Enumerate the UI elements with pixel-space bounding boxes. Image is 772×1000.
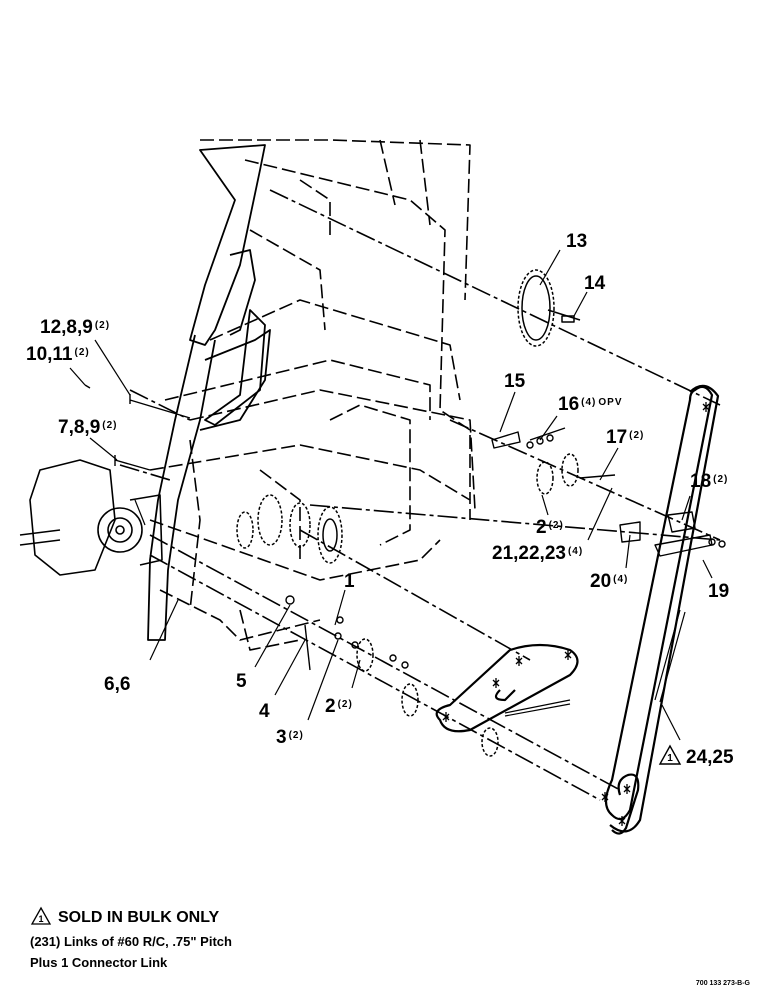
callout-qty: (2)	[74, 347, 90, 358]
note-title: 1 SOLD IN BULK ONLY	[30, 906, 219, 927]
note-line-2: Plus 1 Connector Link	[30, 955, 168, 970]
note-flag: 1	[38, 914, 43, 924]
leader-lines	[69, 249, 713, 741]
callout-text: 3	[276, 727, 287, 748]
note-line-1: (231) Links of #60 R/C, .75" Pitch	[30, 934, 232, 949]
callout-14: 14	[584, 273, 606, 294]
callout-text: 16	[558, 394, 580, 415]
callout-qty: (2)	[102, 420, 118, 431]
drive-chain-right	[604, 384, 720, 835]
callout-text: 10,11	[26, 344, 73, 365]
drive-chain-center	[435, 643, 579, 733]
callout-text: 17	[606, 427, 628, 448]
callout-text: 2	[325, 696, 336, 717]
gearbox	[19, 459, 163, 576]
callout-qty: (2)	[713, 474, 729, 485]
chain-links	[504, 609, 686, 717]
sprockets-center	[236, 453, 579, 757]
callout-qty: (2)	[337, 699, 353, 710]
callout-13: 13	[566, 231, 588, 252]
callout-text: 2	[536, 517, 547, 538]
callout-2-lower: 2(2)	[325, 697, 353, 716]
callout-19: 19	[708, 581, 730, 602]
callout-5: 5	[236, 671, 247, 692]
drawing-number: 700 133 273-B-G	[695, 980, 750, 987]
callout-6-6: 6,6	[104, 674, 131, 695]
frame-structure	[149, 139, 476, 651]
sprocket-markers	[442, 402, 710, 826]
callout-text: 7,8,9	[58, 417, 101, 438]
callout-text: 20	[590, 571, 612, 592]
callout-3: 3(2)	[276, 728, 304, 747]
callout-note: OPV	[598, 397, 623, 408]
left-frame-members	[147, 144, 271, 641]
callout-qty: (4)	[581, 397, 597, 408]
callout-15: 15	[504, 371, 526, 392]
callout-qty: (2)	[548, 520, 564, 531]
callout-text: 12,8,9	[40, 317, 93, 338]
callout-qty: (4)	[613, 574, 629, 585]
drive-shafts	[119, 189, 721, 801]
callout-10-11: 10,11(2)	[26, 345, 90, 364]
callout-18: 18(2)	[690, 472, 728, 491]
triangle-flag: 1	[667, 753, 673, 764]
callout-2-upper: 2(2)	[536, 518, 564, 537]
callout-qty: (2)	[629, 430, 645, 441]
callout-20: 20(4)	[590, 572, 628, 591]
warning-triangle-icon: 1	[30, 906, 52, 925]
callout-17: 17(2)	[606, 428, 644, 447]
note-title-text: SOLD IN BULK ONLY	[58, 909, 220, 926]
callout-12-8-9: 12,8,9(2)	[40, 318, 110, 337]
callout-24-25: 1 24,25	[658, 744, 734, 767]
warning-triangle-icon: 1	[658, 744, 682, 765]
callout-qty: (2)	[288, 730, 304, 741]
sprocket-large	[517, 269, 581, 347]
callout-16: 16(4)OPV	[558, 395, 623, 414]
callout-qty: (4)	[567, 546, 584, 557]
callout-text: 24,25	[686, 747, 734, 768]
callout-21-22-23: 21,22,23(4)	[492, 544, 583, 563]
callout-1: 1	[344, 571, 355, 592]
callout-7-8-9: 7,8,9(2)	[58, 418, 118, 437]
callout-4: 4	[259, 701, 270, 722]
callout-qty: (2)	[94, 320, 111, 331]
callout-text: 21,22,23	[492, 543, 566, 564]
callout-text: 18	[690, 471, 712, 492]
